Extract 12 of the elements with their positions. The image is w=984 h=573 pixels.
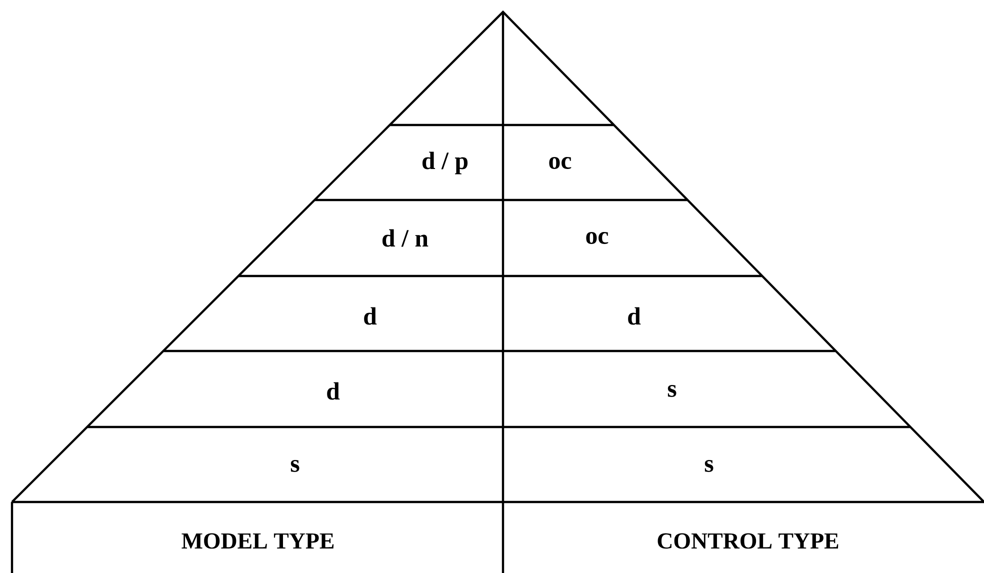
level-label: oc	[549, 157, 572, 169]
level-label: d	[364, 307, 377, 325]
level-label: d / p	[422, 152, 468, 174]
level-label: s	[704, 460, 714, 472]
level-label: oc	[586, 232, 608, 244]
level-label: s	[290, 460, 300, 472]
level-label: d	[327, 382, 340, 400]
level-label: s	[668, 385, 676, 397]
column-heading: MODEL TYPE	[182, 533, 334, 549]
level-label: d	[628, 307, 641, 325]
column-heading: CONTROL TYPE	[658, 533, 838, 549]
level-label: d / n	[382, 229, 428, 247]
